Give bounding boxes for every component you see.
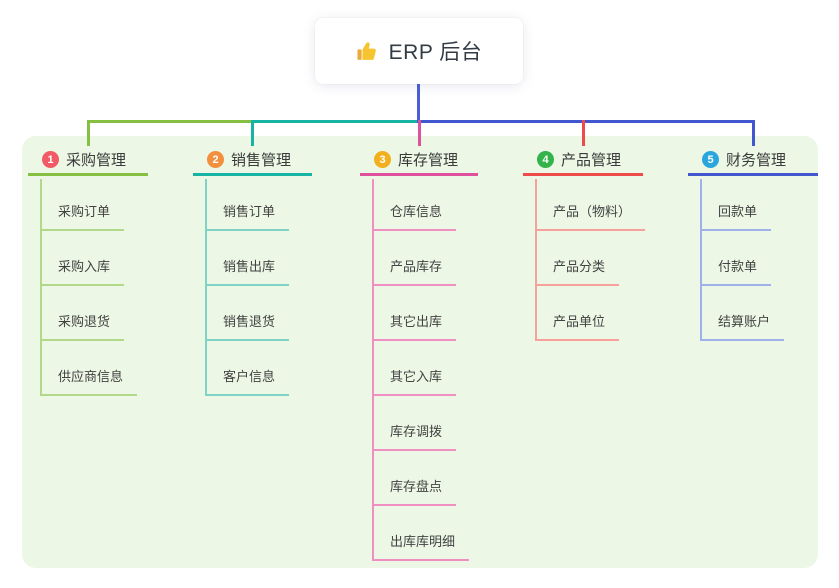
branch-label: 产品管理 bbox=[561, 152, 622, 169]
branch-drop-connector bbox=[751, 120, 755, 146]
rail-segment-right bbox=[417, 120, 755, 123]
thumbs-up-icon bbox=[356, 40, 379, 63]
child-node[interactable]: 销售订单 bbox=[205, 202, 290, 231]
branch-spine bbox=[372, 179, 374, 561]
branch-spine bbox=[700, 179, 702, 341]
branch-label: 采购管理 bbox=[66, 152, 127, 169]
branch-number-badge: 2 bbox=[207, 151, 224, 168]
branch-label: 财务管理 bbox=[726, 152, 787, 169]
branch-label: 库存管理 bbox=[398, 152, 459, 169]
child-node[interactable]: 销售出库 bbox=[205, 257, 290, 286]
branch-drop-connector bbox=[251, 120, 254, 146]
child-node[interactable]: 产品分类 bbox=[535, 257, 620, 286]
branch-number-badge: 4 bbox=[537, 151, 554, 168]
child-node[interactable]: 销售退货 bbox=[205, 312, 290, 341]
root-node[interactable]: ERP 后台 bbox=[315, 18, 523, 84]
branch-drop-connector bbox=[581, 120, 585, 146]
child-node[interactable]: 采购退货 bbox=[40, 312, 125, 341]
child-node[interactable]: 库存调拨 bbox=[372, 422, 457, 451]
child-node[interactable]: 仓库信息 bbox=[372, 202, 457, 231]
child-node[interactable]: 供应商信息 bbox=[40, 367, 138, 396]
child-node[interactable]: 采购订单 bbox=[40, 202, 125, 231]
branch-drop-connector bbox=[86, 120, 90, 146]
child-node[interactable]: 产品（物料） bbox=[535, 202, 646, 231]
child-node[interactable]: 采购入库 bbox=[40, 257, 125, 286]
branch-drop-connector bbox=[417, 120, 421, 146]
rail-segment-mid bbox=[251, 120, 420, 123]
branch-spine bbox=[40, 179, 42, 396]
branch-header[interactable]: 2 销售管理 bbox=[193, 146, 312, 176]
branch-header[interactable]: 1 采购管理 bbox=[28, 146, 148, 176]
child-node[interactable]: 回款单 bbox=[700, 202, 772, 231]
child-node[interactable]: 其它出库 bbox=[372, 312, 457, 341]
child-node[interactable]: 客户信息 bbox=[205, 367, 290, 396]
child-node[interactable]: 其它入库 bbox=[372, 367, 457, 396]
branch-number-badge: 3 bbox=[374, 151, 391, 168]
branch-header[interactable]: 4 产品管理 bbox=[523, 146, 643, 176]
rail-segment-left bbox=[86, 120, 254, 123]
child-node[interactable]: 付款单 bbox=[700, 257, 772, 286]
child-node[interactable]: 结算账户 bbox=[700, 312, 785, 341]
branch-number-badge: 1 bbox=[42, 151, 59, 168]
child-node[interactable]: 出库库明细 bbox=[372, 532, 470, 561]
branch-number-badge: 5 bbox=[702, 151, 719, 168]
branch-label: 销售管理 bbox=[231, 152, 292, 169]
branch-spine bbox=[205, 179, 207, 396]
child-node[interactable]: 产品库存 bbox=[372, 257, 457, 286]
root-connector bbox=[417, 84, 420, 123]
branches-panel bbox=[22, 136, 818, 568]
child-node[interactable]: 产品单位 bbox=[535, 312, 620, 341]
child-node[interactable]: 库存盘点 bbox=[372, 477, 457, 506]
branch-header[interactable]: 3 库存管理 bbox=[360, 146, 478, 176]
branch-spine bbox=[535, 179, 537, 341]
root-node-label: ERP 后台 bbox=[388, 41, 483, 64]
branch-header[interactable]: 5 财务管理 bbox=[688, 146, 818, 176]
